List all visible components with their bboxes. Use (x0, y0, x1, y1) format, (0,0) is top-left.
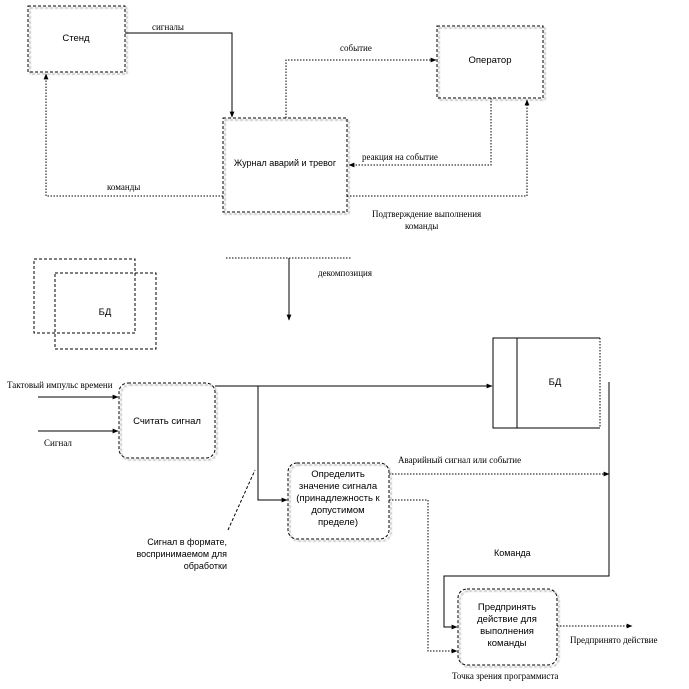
journal-box: Журнал аварий и тревог (222, 117, 348, 213)
determine-label-3: (принадлежность к (296, 493, 380, 504)
action-label-4: команды (488, 638, 527, 649)
take-action-process: Предпринять действие для выполнения кома… (457, 588, 558, 666)
commands-flow (43, 73, 223, 197)
signal-format-label-1: Сигнал в формате, (147, 537, 227, 547)
determine-label-5: пределе) (318, 517, 358, 528)
reaction-label: реакция на событие (362, 152, 438, 162)
read-to-determine-flow (257, 386, 288, 503)
signals-label: сигналы (152, 22, 184, 32)
operator-label: Оператор (469, 55, 512, 66)
signal-in-label: Сигнал (44, 438, 72, 448)
db-left-store: БД (33, 258, 157, 350)
signal-format-label-2: воспринимаемом для (136, 549, 227, 559)
confirmation-flow (347, 99, 530, 197)
action-label-1: Предпринять (478, 602, 536, 613)
action-label-3: выполнения (480, 626, 534, 637)
determine-to-action-flow (389, 499, 458, 654)
alarm-event-label: Аварийный сигнал или событие (398, 455, 521, 465)
determine-label-4: допустимом (311, 505, 364, 516)
db-right-store: БД (492, 337, 601, 429)
event-flow (285, 57, 437, 118)
determine-label-2: значение сигнала (299, 481, 378, 492)
command-label: Команда (494, 548, 531, 558)
commands-label: команды (107, 182, 140, 192)
stend-box: Стенд (27, 5, 126, 73)
reaction-flow (348, 98, 492, 168)
confirmation-label-2: команды (405, 221, 438, 231)
command-flow (443, 382, 610, 630)
journal-label: Журнал аварий и тревог (234, 158, 337, 168)
signals-flow (125, 32, 235, 118)
event-label: событие (340, 43, 372, 53)
operator-box: Оператор (436, 25, 544, 99)
determine-label-1: Определить (311, 469, 365, 480)
decomposition-label: декомпозиция (318, 268, 372, 278)
db-right-label: БД (549, 377, 562, 388)
stend-label: Стенд (62, 33, 90, 44)
read-signal-process: Считать сигнал (118, 382, 216, 459)
read-signal-label: Считать сигнал (133, 416, 201, 427)
action-label-2: действие для (477, 614, 537, 625)
action-taken-label: Предпринято действие (570, 635, 658, 645)
determine-value-process: Определить значение сигнала (принадлежно… (287, 462, 390, 540)
signal-format-label-3: обработки (184, 561, 227, 571)
viewpoint-label: Точка зрения программиста (452, 671, 558, 681)
signal-format-pointer (227, 469, 256, 531)
confirmation-label-1: Подтверждение выполнения (372, 209, 481, 219)
db-left-label: БД (99, 307, 112, 318)
clock-pulse-label: Тактовый импульс времени (7, 380, 113, 390)
